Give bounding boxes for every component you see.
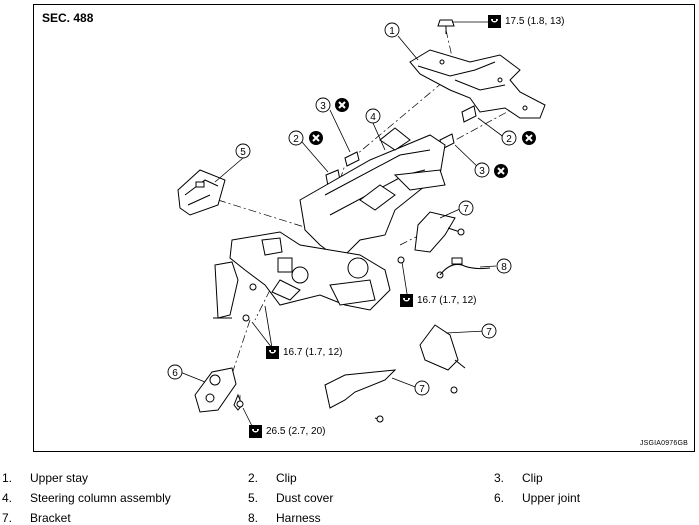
dust-cover-part (177, 169, 226, 216)
legend-label: Clip (276, 471, 297, 485)
torque-bracket-right: 16.7 (1.7, 12) (417, 295, 477, 306)
harness-part (436, 257, 491, 279)
bolt-upper-stay (437, 19, 455, 34)
callout-7: 7 (463, 204, 469, 215)
callout-7: 7 (486, 327, 492, 338)
torque-column-left: 16.7 (1.7, 12) (283, 347, 343, 358)
callout-2: 2 (293, 134, 299, 145)
upper-joint-part (194, 367, 243, 413)
steering-column-part (213, 127, 446, 319)
legend-label: Bracket (30, 511, 71, 525)
torque-upper-stay: 17.5 (1.8, 13) (505, 16, 565, 27)
callout-8: 8 (501, 262, 507, 273)
callout-7: 7 (419, 384, 425, 395)
callout-5: 5 (240, 147, 246, 158)
upper-stay-part (409, 49, 546, 119)
legend-label: Upper stay (30, 471, 89, 485)
callout-6: 6 (172, 368, 178, 379)
bracket-parts (324, 211, 466, 421)
legend-num: 1. (2, 471, 13, 485)
legend-num: 4. (2, 491, 13, 505)
legend-label: Dust cover (276, 491, 334, 505)
section-label: SEC. 488 (42, 11, 94, 25)
torque-upper-joint: 26.5 (2.7, 20) (266, 426, 326, 437)
legend-num: 3. (494, 471, 505, 485)
legend-label: Clip (522, 471, 543, 485)
callout-3: 3 (320, 101, 326, 112)
legend-label: Upper joint (522, 491, 581, 505)
callout-numbers: 1 3 4 2 5 2 3 7 8 7 7 6 (172, 26, 512, 395)
legend-num: 6. (494, 491, 505, 505)
torque-icons (249, 15, 501, 438)
figure-code: JSGIA0976GB (639, 440, 688, 447)
legend-num: 7. (2, 511, 13, 525)
legend-label: Harness (276, 511, 321, 525)
screws (236, 228, 465, 423)
legend-num: 8. (248, 511, 259, 525)
legend-num: 5. (248, 491, 259, 505)
diagram-frame: SEC. 488 JSGIA0976GB (33, 4, 695, 452)
callout-1: 1 (389, 26, 395, 37)
callout-3: 3 (479, 166, 485, 177)
do-not-reuse-icons (309, 98, 536, 178)
legend-label: Steering column assembly (30, 491, 171, 505)
callout-2: 2 (506, 134, 512, 145)
callout-4: 4 (370, 112, 376, 123)
legend-num: 2. (248, 471, 259, 485)
callout-circles (167, 22, 517, 396)
